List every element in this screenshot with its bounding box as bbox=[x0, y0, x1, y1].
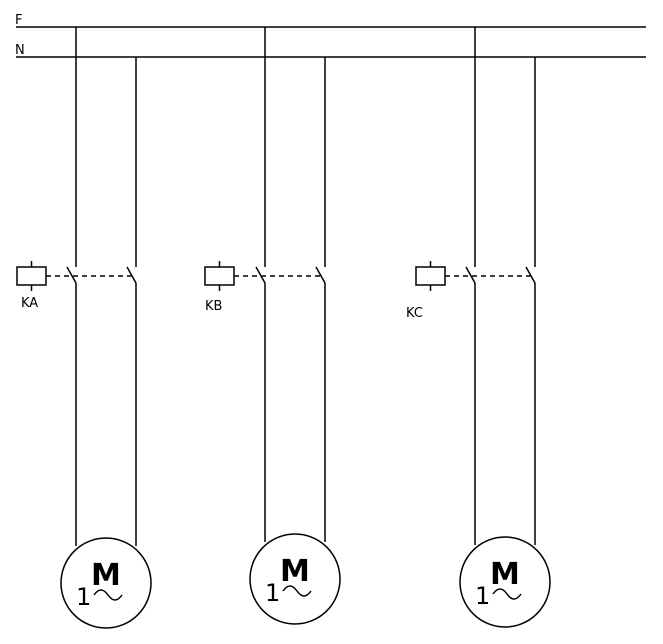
contact-neutral bbox=[315, 266, 326, 284]
ac-sine-icon bbox=[282, 585, 312, 597]
contact-neutral bbox=[525, 266, 536, 284]
motor-phases: 1 bbox=[265, 579, 280, 607]
motor: M1 bbox=[459, 536, 551, 628]
ac-sine-icon bbox=[492, 588, 522, 600]
phase-label: F bbox=[15, 13, 22, 28]
relay-coil bbox=[16, 266, 47, 286]
motor-circle bbox=[459, 536, 551, 628]
motor: M1 bbox=[249, 533, 341, 625]
relay-coil bbox=[415, 266, 446, 286]
coil-label: KA bbox=[21, 296, 38, 311]
motor-phases: 1 bbox=[475, 582, 490, 610]
coil-label: KB bbox=[205, 299, 222, 314]
motor-symbol: M bbox=[490, 557, 520, 592]
branch-3: KC M1 bbox=[406, 27, 551, 628]
neutral-label: N bbox=[15, 43, 25, 58]
motor-phases: 1 bbox=[76, 583, 91, 611]
contact-phase bbox=[66, 266, 77, 284]
motor: M1 bbox=[60, 537, 152, 629]
branch-2: KB M1 bbox=[204, 27, 341, 625]
motor-circle bbox=[60, 537, 152, 629]
contact-phase bbox=[255, 266, 266, 284]
motor-circle bbox=[249, 533, 341, 625]
coil-label: KC bbox=[406, 306, 423, 321]
contact-neutral bbox=[126, 266, 137, 284]
branch-1: KA M1 bbox=[16, 27, 152, 629]
motor-symbol: M bbox=[91, 558, 121, 593]
motor-symbol: M bbox=[280, 554, 310, 589]
contact-phase bbox=[465, 266, 476, 284]
ac-sine-icon bbox=[93, 589, 123, 601]
relay-coil bbox=[204, 266, 235, 286]
